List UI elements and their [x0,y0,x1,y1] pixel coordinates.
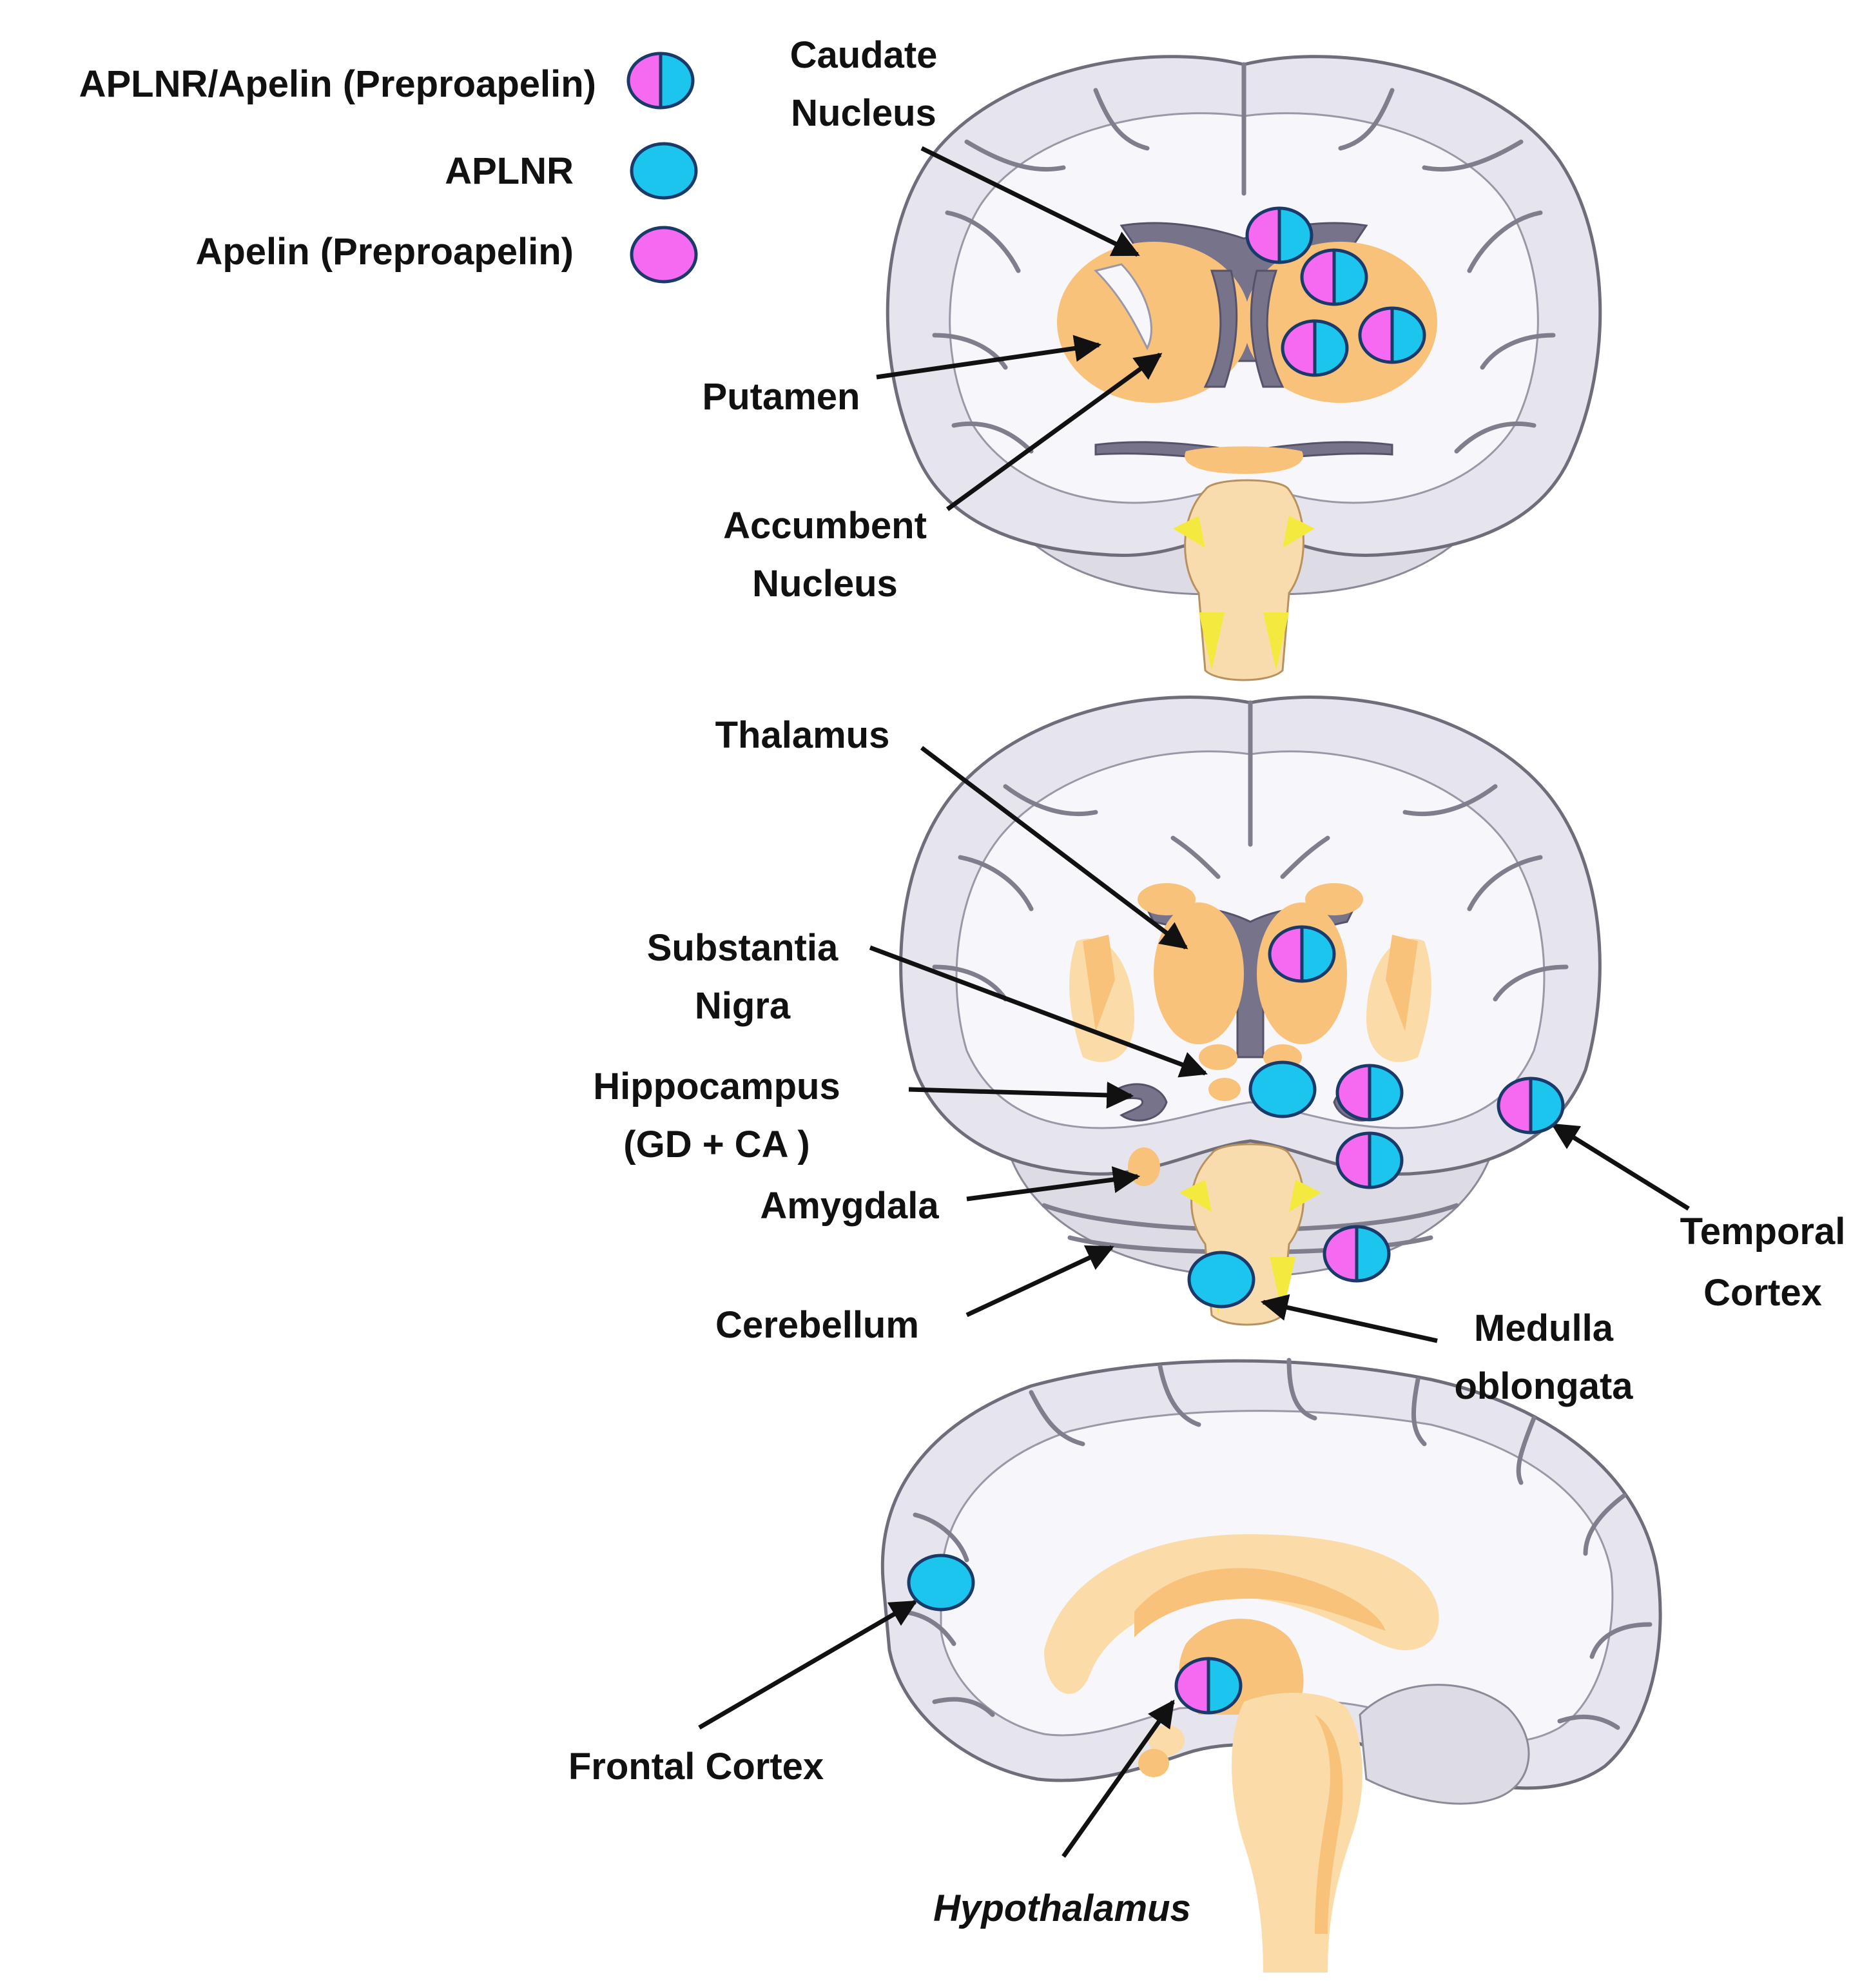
marker-cerebellum-1 [1323,1225,1391,1283]
corpus-callosum [1044,1534,1439,1694]
leader-arrows [698,146,1690,1858]
thalamus-left [1154,902,1244,1044]
label-frontal-cortex: Frontal Cortex [568,1746,824,1788]
label-thalamus: Thalamus [715,714,890,756]
marker-caudate-1 [1245,206,1314,264]
label-putamen: Putamen [703,376,860,418]
legend-swatch-aplnr [630,142,698,200]
label-cerebellum: Cerebellum [715,1304,919,1346]
label-substantia-line1: Substantia [647,927,839,969]
marker-putamen-2 [1358,306,1426,364]
label-hypothalamus: Hypothalamus [933,1887,1191,1929]
label-medulla-line1: Medulla [1474,1307,1614,1349]
marker-temporal-cortex-1 [1497,1077,1565,1135]
legend-swatch-apelin [630,226,698,284]
region-labels: Caudate Nucleus Putamen Accumbent Nucleu… [568,34,1846,1929]
label-temporal-line1: Temporal [1680,1211,1846,1252]
brainstem-1 [1184,479,1304,681]
label-hippocampus-line2: (GD + CA ) [623,1124,809,1165]
legend-label-aplnr: APLNR [445,150,574,192]
sagittal-brainstem [1232,1693,1362,1973]
amygdala-left-shape [1128,1147,1160,1186]
marker-hypothalamus-1 [1174,1657,1243,1715]
label-caudate-line1: Caudate [790,34,938,76]
legend-label-both: APLNR/Apelin (Preproapelin) [79,63,596,105]
label-temporal-line2: Cortex [1703,1272,1822,1314]
marker-substantia-nigra-1 [1248,1060,1317,1118]
label-amygdala: Amygdala [760,1185,939,1227]
label-substantia-line2: Nigra [695,985,791,1027]
marker-amygdala-1 [1335,1131,1404,1189]
label-medulla-line2: oblongata [1454,1365,1633,1407]
legend: APLNR/Apelin (Preproapelin) APLNR Apelin… [79,63,596,273]
marker-caudate-2 [1300,248,1368,306]
label-accumbent-line1: Accumbent [723,505,927,547]
label-accumbent-line2: Nucleus [752,563,898,605]
marker-hippocampus-1 [1335,1064,1404,1122]
sagittal-section [880,1358,1662,1973]
marker-thalamus-1 [1268,925,1336,983]
label-hippocampus-line1: Hippocampus [593,1066,840,1107]
marker-putamen-1 [1281,319,1349,377]
marker-layer [626,52,1565,1715]
marker-medulla-oblongata-1 [1187,1251,1255,1309]
coronal-section-striatum [886,55,1602,681]
legend-label-apelin: Apelin (Preproapelin) [195,231,574,273]
sagittal-cerebellum [1359,1684,1530,1805]
label-caudate-line2: Nucleus [791,92,936,134]
legend-swatch-both [626,52,695,110]
marker-frontal-cortex-1 [907,1554,975,1612]
coronal-section-thalamus [899,696,1602,1326]
